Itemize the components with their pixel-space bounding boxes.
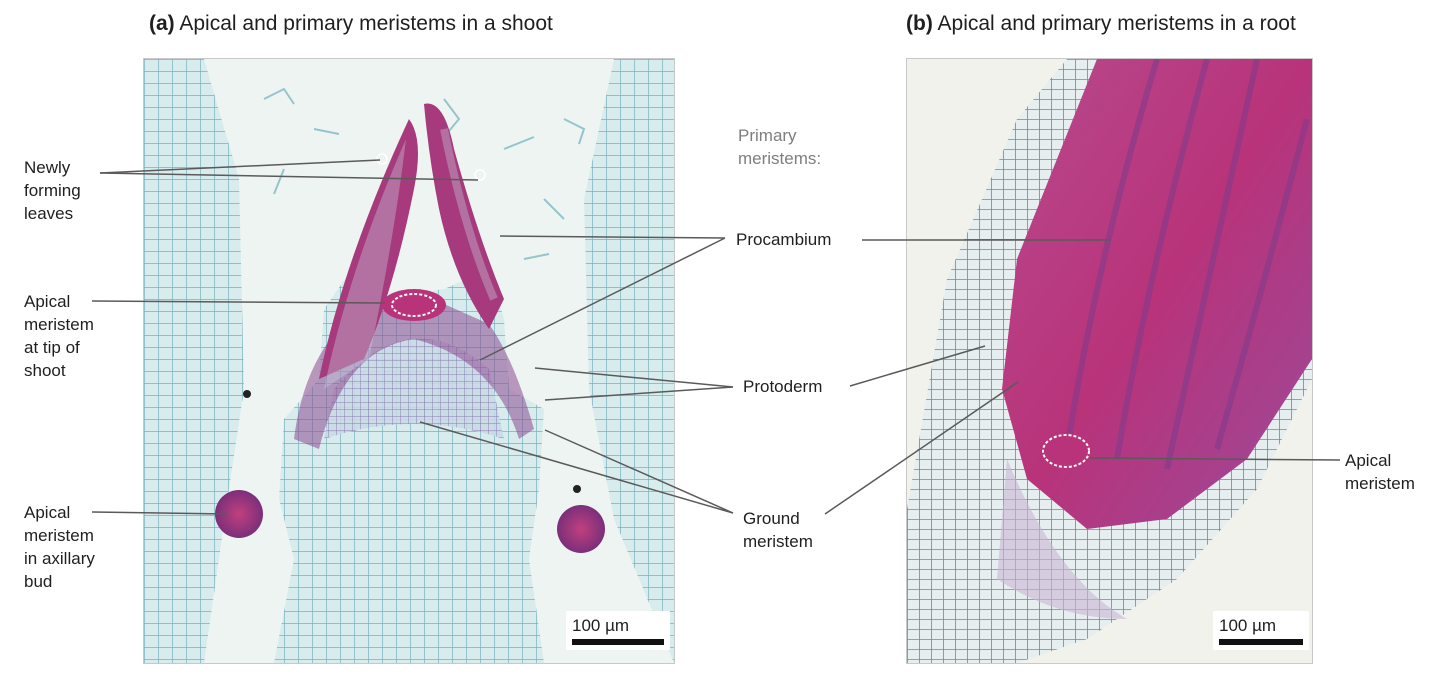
label-line: leaves	[24, 204, 74, 223]
label-line: forming	[24, 181, 81, 200]
label-line: in axillary	[24, 549, 95, 568]
panel-a-letter: (a)	[149, 12, 175, 35]
label-line: Apical	[24, 292, 71, 311]
shoot-scale-label: 100 µm	[572, 616, 630, 635]
label-protoderm: Protoderm	[743, 375, 822, 398]
label-newly-forming-leaves: Newly forming leaves	[24, 156, 81, 225]
label-line: meristem	[743, 532, 813, 551]
label-line: Apical	[24, 503, 71, 522]
label-line: Primary	[738, 126, 797, 145]
leader-newly-forming-leaves-1	[99, 159, 381, 174]
label-apical-meristem-root: Apical meristem	[1345, 449, 1415, 495]
label-line: meristems:	[738, 149, 822, 168]
leader-procambium-shoot-2	[479, 237, 726, 361]
label-apical-meristem-axillary: Apical meristem in axillary bud	[24, 501, 95, 593]
leader-protoderm-shoot-1	[534, 367, 734, 388]
leader-apical-meristem-tip	[91, 300, 386, 304]
label-line: bud	[24, 572, 53, 591]
label-line: Ground	[743, 509, 800, 528]
shoot-micrograph-illustration	[144, 59, 674, 663]
root-scale-line	[1219, 639, 1303, 645]
panel-a-title-text: Apical and primary meristems in a shoot	[179, 12, 553, 35]
label-line: at tip of	[24, 338, 80, 357]
label-line: Procambium	[736, 230, 832, 249]
panel-a-title: (a) Apical and primary meristems in a sh…	[149, 12, 553, 36]
label-line: meristem	[24, 315, 94, 334]
root-scale-label: 100 µm	[1219, 616, 1277, 635]
panel-b-title: (b) Apical and primary meristems in a ro…	[906, 12, 1296, 36]
root-micrograph-illustration	[907, 59, 1312, 663]
leader-ground-meristem-shoot-1	[419, 421, 734, 514]
shoot-scale-line	[572, 639, 664, 645]
label-line: shoot	[24, 361, 66, 380]
root-scale-bar: 100 µm	[1213, 611, 1309, 650]
leader-ground-meristem-shoot-2	[544, 429, 734, 514]
leader-apical-meristem-root	[1089, 457, 1341, 461]
label-procambium: Procambium	[736, 228, 831, 251]
label-line: Protoderm	[743, 377, 823, 396]
label-primary-meristems: Primary meristems:	[738, 124, 821, 170]
panel-b-letter: (b)	[906, 12, 933, 35]
shoot-micrograph: 100 µm	[143, 58, 675, 664]
root-micrograph: 100 µm	[906, 58, 1313, 664]
leader-protoderm-shoot-2	[544, 386, 734, 401]
panel-b-title-text: Apical and primary meristems in a root	[937, 12, 1296, 35]
label-apical-meristem-shoot-tip: Apical meristem at tip of shoot	[24, 290, 94, 382]
label-ground-meristem: Ground meristem	[743, 507, 813, 553]
leader-apical-meristem-axillary	[91, 511, 229, 515]
shoot-scale-bar: 100 µm	[566, 611, 670, 650]
leader-protoderm-root	[849, 345, 986, 387]
label-line: meristem	[24, 526, 94, 545]
label-line: Newly	[24, 158, 71, 177]
label-line: meristem	[1345, 474, 1415, 493]
leader-newly-forming-leaves-2	[99, 172, 479, 181]
label-line: Apical	[1345, 451, 1392, 470]
leader-ground-meristem-root	[824, 381, 1019, 515]
leader-procambium-shoot-1	[499, 235, 726, 239]
